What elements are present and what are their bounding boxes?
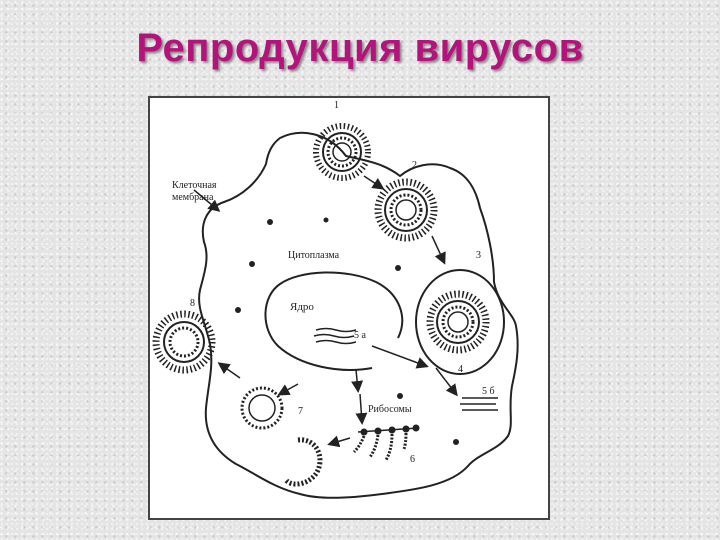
label-step-7: 7 (298, 406, 303, 417)
cell-membrane (198, 131, 519, 499)
label-nucleus: Ядро (290, 301, 314, 313)
virus-reproduction-diagram: Клеточная мембрана Цитоплазма Ядро Рибос… (152, 100, 519, 499)
rna-strands-5a (313, 327, 357, 345)
virus-8 (152, 310, 216, 374)
label-ribosomes: Рибосомы (368, 404, 412, 415)
diagram-frame: Клеточная мембрана Цитоплазма Ядро Рибос… (148, 96, 550, 520)
label-step-3: 3 (476, 250, 481, 261)
label-cell-membrane-2: мембрана (172, 192, 214, 203)
cytoplasm-granules (235, 217, 459, 445)
capsid-fragment (284, 437, 323, 487)
rna-strands-5b (460, 397, 498, 411)
label-step-1: 1 (334, 100, 339, 111)
nucleus (264, 271, 404, 371)
label-step-5b: 5 б (482, 386, 495, 397)
label-step-2: 2 (412, 160, 417, 171)
label-cell-membrane-1: Клеточная (172, 180, 217, 191)
virus-1 (313, 123, 371, 181)
virus-3 (415, 269, 505, 375)
process-arrows (193, 175, 458, 448)
ribosomes (352, 424, 420, 461)
label-step-5a: 5 а (354, 330, 367, 341)
virus-2 (374, 178, 438, 242)
slide-title: Репродукция вирусов (136, 26, 584, 70)
label-step-4: 4 (458, 364, 463, 375)
label-cytoplasm: Цитоплазма (288, 250, 340, 261)
virus-7 (240, 386, 284, 430)
label-step-6: 6 (410, 454, 415, 465)
label-step-8: 8 (190, 298, 195, 309)
